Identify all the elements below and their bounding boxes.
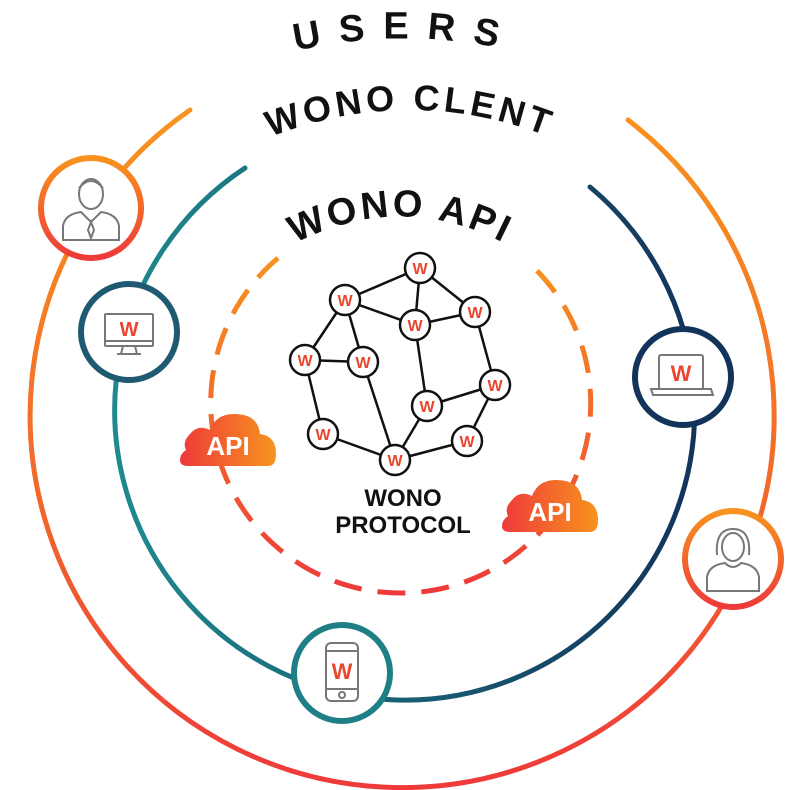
outer-ring-users — [27, 107, 777, 790]
protocol-node: W — [346, 345, 380, 379]
protocol-node-w: W — [419, 399, 435, 416]
user-female-node — [682, 508, 784, 610]
protocol-label-line1: WONO — [364, 485, 441, 512]
cloud-icon — [180, 414, 276, 466]
protocol-node: W — [378, 443, 412, 477]
protocol-node: W — [458, 295, 492, 329]
protocol-label-line2: PROTOCOL — [335, 512, 471, 539]
protocol-node-w: W — [297, 353, 313, 370]
user-female-icon — [706, 527, 760, 592]
protocol-node-w: W — [459, 434, 475, 451]
inner-ring-api — [208, 256, 594, 596]
desktop-w-mark: W — [120, 319, 139, 341]
api-cloud-right: API — [502, 480, 598, 532]
protocol-node-w: W — [467, 305, 483, 322]
protocol-node: W — [398, 308, 432, 342]
protocol-node-w: W — [487, 378, 503, 395]
smartphone-node: W — [291, 622, 393, 724]
api-badge-text-left: API — [206, 431, 249, 461]
protocol-node-w: W — [355, 355, 371, 372]
desktop-monitor-icon — [104, 313, 154, 355]
laptop-icon — [649, 354, 715, 396]
api-cloud-left: API — [180, 414, 276, 466]
protocol-node: W — [403, 251, 437, 285]
users-label: USERS — [289, 6, 520, 60]
api-label: WONO API — [282, 183, 520, 252]
protocol-nodes: W W W W W W W W W W W — [288, 251, 512, 477]
protocol-node: W — [410, 389, 444, 423]
laptop-w-mark: W — [671, 361, 692, 386]
protocol-node-w: W — [387, 453, 403, 470]
protocol-node: W — [328, 283, 362, 317]
cloud-icon — [502, 480, 598, 532]
api-badge-text-right: API — [528, 497, 571, 527]
protocol-node: W — [478, 368, 512, 402]
protocol-node-w: W — [315, 427, 331, 444]
protocol-node: W — [306, 417, 340, 451]
laptop-node: W — [632, 326, 734, 428]
user-male-icon — [62, 178, 120, 241]
protocol-node-w: W — [407, 318, 423, 335]
protocol-node: W — [450, 424, 484, 458]
protocol-node-w: W — [337, 293, 353, 310]
smartphone-w-mark: W — [332, 659, 353, 684]
protocol-node: W — [288, 343, 322, 377]
client-label: WONO CLENT — [260, 77, 561, 145]
smartphone-icon — [325, 642, 359, 702]
desktop-node: W — [78, 281, 180, 383]
protocol-node-w: W — [412, 261, 428, 278]
user-male-node — [38, 155, 144, 261]
